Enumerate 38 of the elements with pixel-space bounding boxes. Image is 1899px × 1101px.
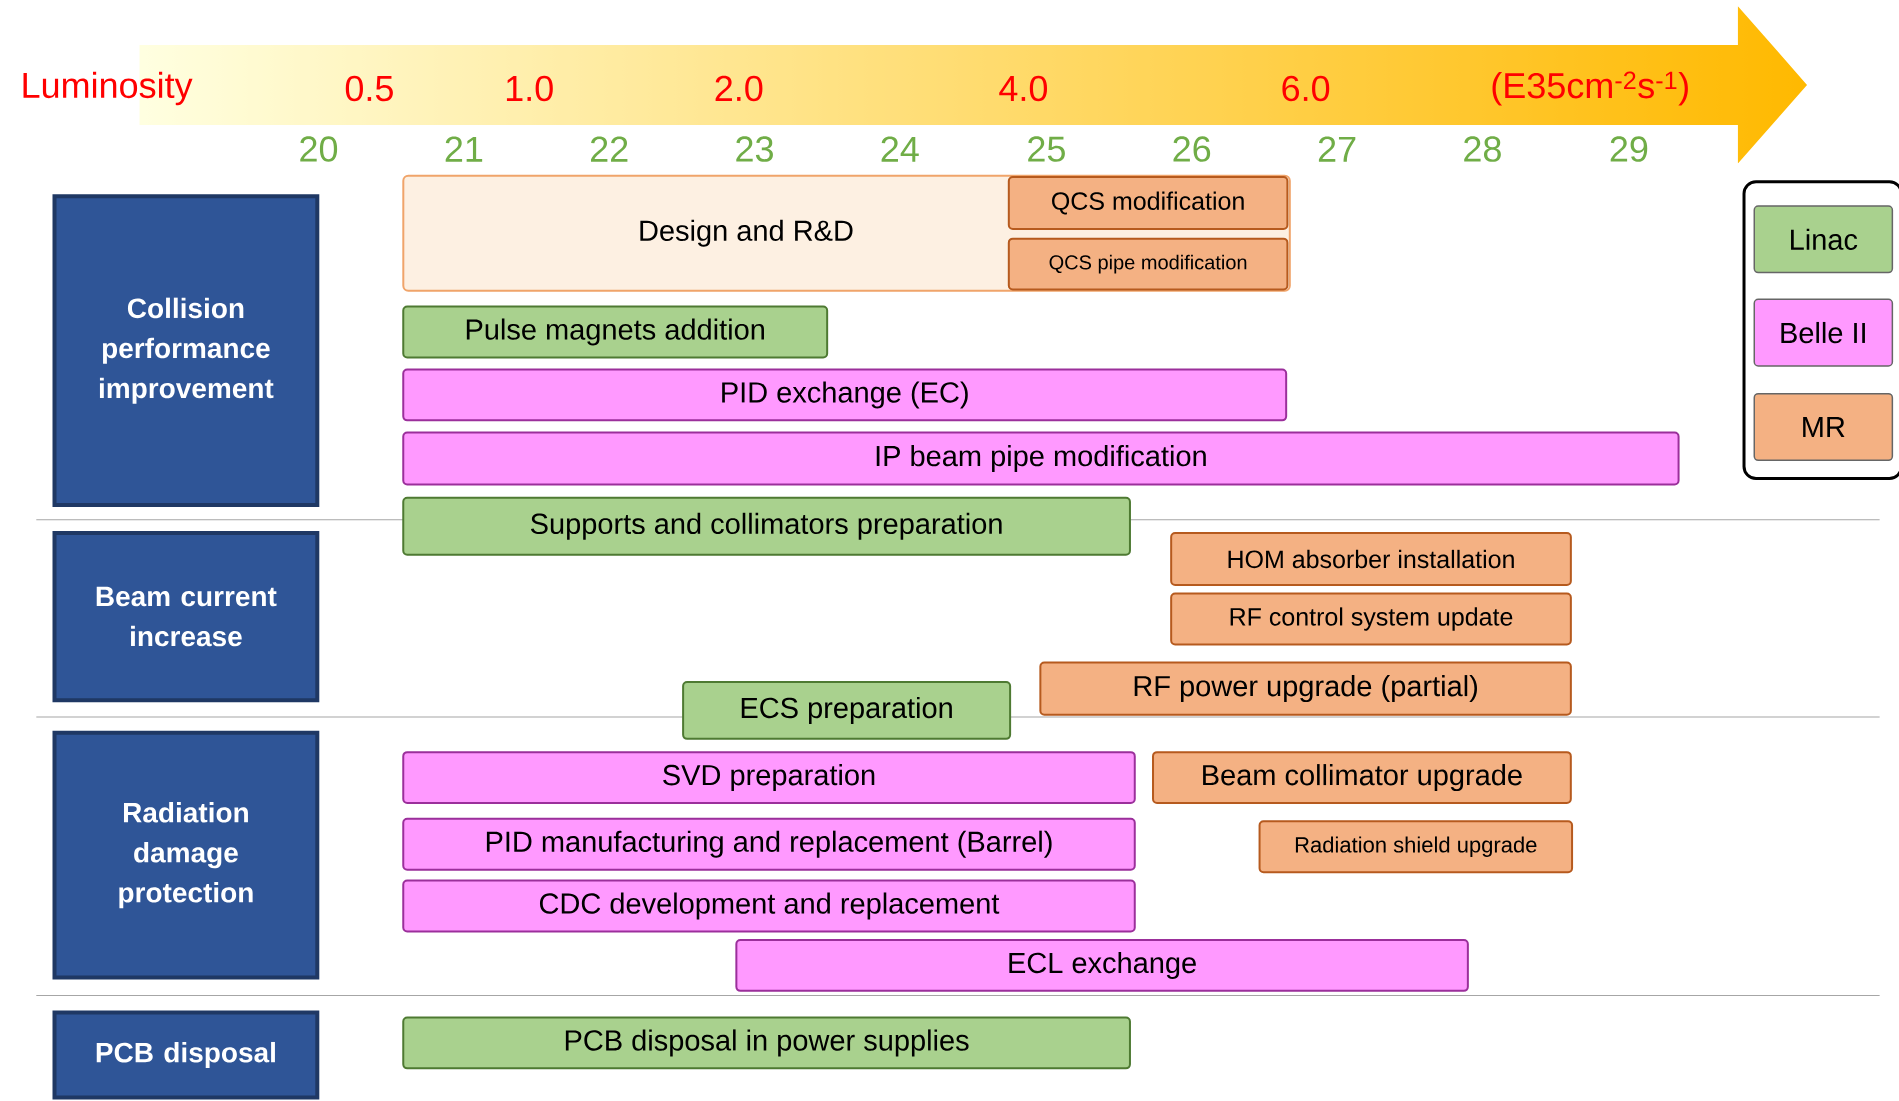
axis-label: 21 — [445, 136, 483, 162]
task-bar: CDC development and replacement — [402, 879, 1136, 933]
task-bar: PCB disposal in power supplies — [402, 1016, 1131, 1070]
axis-label: 1.0 — [506, 75, 553, 102]
axis-label: 28 — [1464, 136, 1501, 162]
task-bar: Supports and collimators preparation — [402, 496, 1131, 556]
axis-label: 4.0 — [999, 75, 1048, 102]
task-bar: QCS pipe modification — [1007, 237, 1289, 291]
task-bar: ECS preparation — [682, 680, 1012, 740]
task-bar: Radiation shield upgrade — [1258, 820, 1574, 874]
task-bar: Pulse magnets addition — [402, 305, 829, 359]
task-bar: RF power upgrade (partial) — [1039, 661, 1572, 716]
axis-label: (E35cm$^{-2}$s$^{-1}$) — [1492, 71, 1688, 106]
category-box: Collision performance improvement — [52, 194, 320, 508]
task-bar: QCS modification — [1007, 175, 1289, 231]
task-bar: PID manufacturing and replacement (Barrel) — [402, 817, 1136, 871]
task-bar: SVD preparation — [402, 751, 1136, 805]
axis-label: 20 — [300, 136, 338, 162]
axis-label: 24 — [881, 136, 919, 162]
axis-label: 27 — [1318, 136, 1356, 162]
category-box: PCB disposal — [52, 1010, 320, 1100]
axis-label: 23 — [736, 136, 773, 162]
category-box: Radiation damage protection — [52, 730, 320, 980]
task-bar: IP beam pipe modification — [402, 431, 1680, 486]
axis-label: 6.0 — [1282, 75, 1330, 102]
task-bar: PID exchange (EC) — [402, 368, 1288, 422]
axis-label: 26 — [1173, 136, 1211, 162]
task-bar: Beam collimator upgrade — [1152, 751, 1572, 805]
category-box: Beam current increase — [52, 531, 320, 703]
axis-label: 2.0 — [715, 75, 763, 102]
task-bar: RF control system update — [1170, 592, 1572, 646]
task-bar: ECL exchange — [735, 938, 1469, 992]
axis-label: 22 — [591, 136, 628, 162]
task-bar: HOM absorber installation — [1170, 531, 1572, 587]
axis-label: 25 — [1028, 136, 1065, 162]
axis-label: 0.5 — [345, 75, 393, 102]
axis-label: Luminosity — [23, 71, 193, 106]
axis-label: 29 — [1610, 136, 1648, 162]
